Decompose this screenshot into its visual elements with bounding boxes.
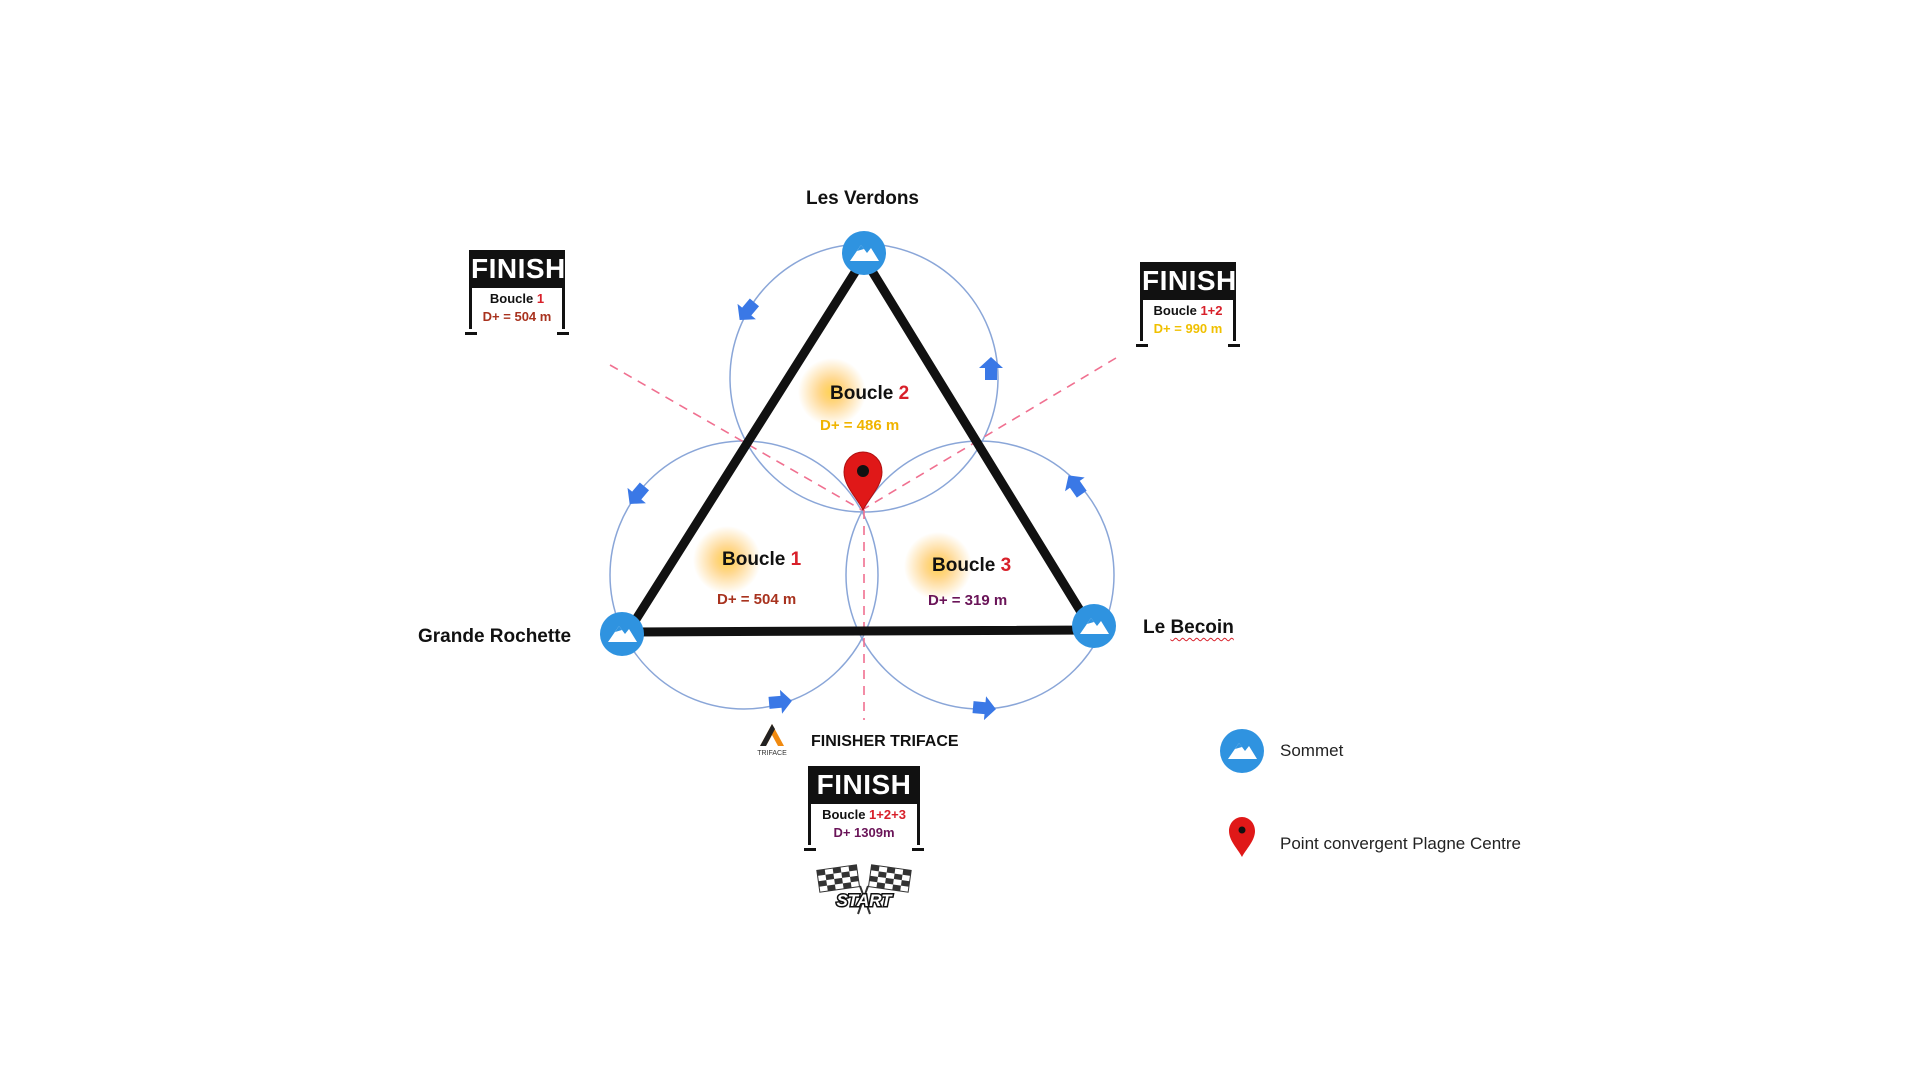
loop-3-number: 3	[1000, 555, 1012, 576]
finish-sign-loop-1-2-3: FINISH Boucle 1+2+3 D+ 1309m	[804, 766, 924, 851]
arrow-icon	[767, 688, 793, 715]
triface-logo-icon: TRIFACE	[757, 724, 787, 757]
finish-banner: FINISH	[1140, 262, 1236, 300]
finish-sign-loop-1: FINISH Boucle 1 D+ = 504 m	[465, 250, 569, 335]
course-triangle	[623, 253, 1097, 637]
dashed-line-right	[861, 357, 1117, 511]
summit-markers	[600, 231, 1116, 656]
loop-2-dplus: D+ = 486 m	[820, 417, 900, 434]
summit-name-top: Les Verdons	[806, 188, 919, 209]
loop-2-title: Boucle 2	[830, 383, 909, 405]
finish-sign-legs	[1136, 341, 1240, 347]
loop-1-number: 1	[790, 549, 802, 570]
map-pin-icon	[1229, 817, 1255, 857]
finish-sign-word: Boucle	[1153, 303, 1197, 318]
finish-sign-word: Boucle	[489, 291, 534, 306]
loop-3-glow	[904, 532, 972, 600]
finish-sign-word: Boucle	[822, 807, 866, 822]
mountain-summit-icon	[1072, 604, 1116, 648]
triface-logo-text: TRIFACE	[757, 750, 787, 757]
loop-2-glow	[798, 358, 866, 426]
map-pin-icon	[843, 451, 883, 512]
finish-sign-body: Boucle 1+2 D+ = 990 m	[1140, 300, 1236, 341]
loop-2-word: Boucle	[830, 383, 894, 404]
mountain-summit-icon	[1220, 729, 1264, 773]
loop-1-word: Boucle	[722, 549, 786, 570]
finish-sign-dplus: D+ = 504 m	[482, 309, 552, 324]
legend-pin-label: Point convergent Plagne Centre	[1280, 834, 1521, 853]
legend-summit-label: Sommet	[1280, 741, 1344, 760]
checkered-flags-icon: START	[816, 864, 912, 915]
loop-glows	[693, 358, 972, 600]
loop-1-dplus: D+ = 504 m	[717, 591, 797, 608]
mountain-summit-icon	[842, 231, 886, 275]
finish-sign-legs	[804, 845, 924, 851]
finish-sign-loops: Boucle 1	[472, 290, 562, 308]
finish-sign-loop-numbers: 1	[536, 291, 545, 306]
sector-dashed-lines	[609, 357, 1117, 720]
finish-sign-loops: Boucle 1+2	[1143, 302, 1233, 320]
loop-3-title: Boucle 3	[932, 555, 1011, 577]
start-label: START	[836, 891, 893, 910]
summit-name-right: Le Becoin	[1143, 617, 1234, 639]
arrow-icon	[730, 294, 764, 328]
finish-sign-loop-numbers: 1+2+3	[869, 807, 906, 822]
loop-3-word: Boucle	[932, 555, 996, 576]
mountain-summit-icon	[600, 612, 644, 656]
summit-name-left: Grande Rochette	[418, 626, 572, 647]
loop-1-glow	[693, 526, 761, 594]
finish-sign-body: Boucle 1+2+3 D+ 1309m	[808, 804, 920, 845]
finish-sign-dplus: D+ = 990 m	[1153, 321, 1223, 336]
arrow-icon	[620, 478, 654, 512]
dashed-line-left	[609, 364, 863, 511]
finish-sign-dplus: D+ 1309m	[833, 825, 895, 840]
arrow-icon	[971, 695, 997, 722]
finish-banner: FINISH	[808, 766, 920, 804]
finish-banner: FINISH	[469, 250, 565, 288]
finish-sign-legs	[465, 329, 569, 335]
finish-sign-loop-numbers: 1+2	[1200, 303, 1223, 318]
summit-name-right-prefix: Le	[1143, 617, 1171, 638]
loop-2-number: 2	[898, 383, 910, 404]
finish-sign-loop-1-2: FINISH Boucle 1+2 D+ = 990 m	[1136, 262, 1240, 347]
finish-sign-loops: Boucle 1+2+3	[811, 806, 917, 824]
loop-1-title: Boucle 1	[722, 549, 801, 571]
loop-3-dplus: D+ = 319 m	[928, 592, 1008, 609]
arrow-icon	[1058, 468, 1092, 502]
finisher-triface-label: FINISHER TRIFACE	[811, 733, 959, 750]
finish-sign-body: Boucle 1 D+ = 504 m	[469, 288, 565, 329]
arrow-icon	[979, 357, 1003, 380]
summit-name-right-main: Becoin	[1170, 617, 1234, 638]
